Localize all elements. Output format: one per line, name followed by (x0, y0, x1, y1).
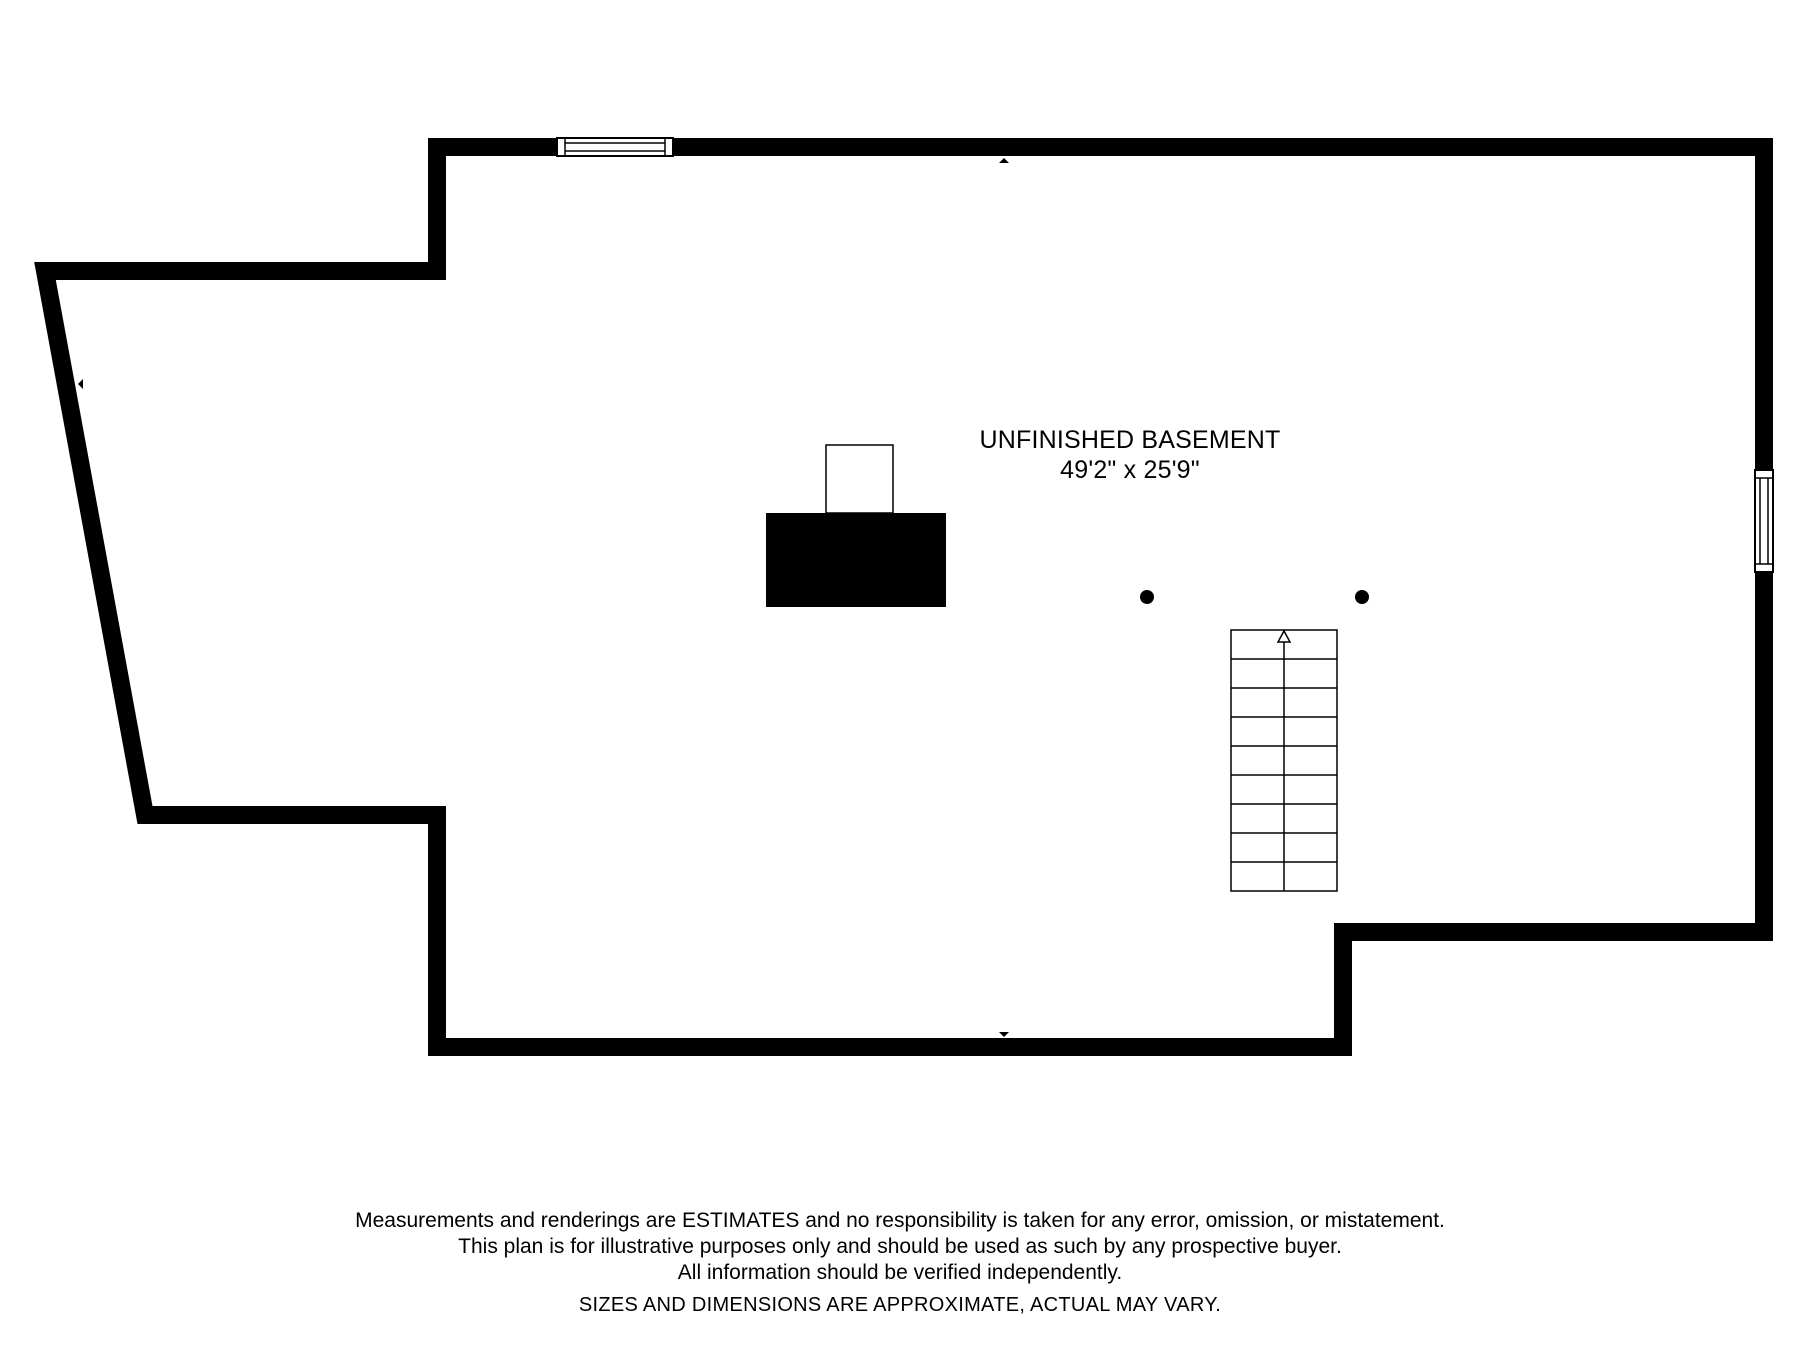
support-post (1140, 590, 1154, 604)
marker-top (999, 158, 1009, 163)
marker-right (1757, 379, 1762, 389)
chimney-flue (825, 444, 894, 514)
marker-left (78, 379, 83, 389)
support-post (1355, 590, 1369, 604)
exterior-wall (34, 138, 1773, 1056)
disclaimer: Measurements and renderings are ESTIMATE… (0, 1208, 1800, 1318)
staircase (1230, 629, 1338, 892)
room-label: UNFINISHED BASEMENT 49'2" x 25'9" (880, 425, 1380, 485)
sizes-note: SIZES AND DIMENSIONS ARE APPROXIMATE, AC… (578, 1294, 1222, 1316)
disclaimer-line-2: This plan is for illustrative purposes o… (458, 1235, 1342, 1258)
disclaimer-line-1: Measurements and renderings are ESTIMATE… (355, 1209, 1445, 1232)
furnace-block (766, 513, 946, 607)
marker-bottom (999, 1032, 1009, 1037)
room-name: UNFINISHED BASEMENT (979, 426, 1281, 454)
stair-direction-arrow-icon (1276, 629, 1292, 643)
window-right (1754, 469, 1774, 573)
room-dimensions: 49'2" x 25'9" (1060, 456, 1200, 484)
disclaimer-line-3: All information should be verified indep… (677, 1261, 1123, 1284)
window-top (556, 137, 674, 157)
